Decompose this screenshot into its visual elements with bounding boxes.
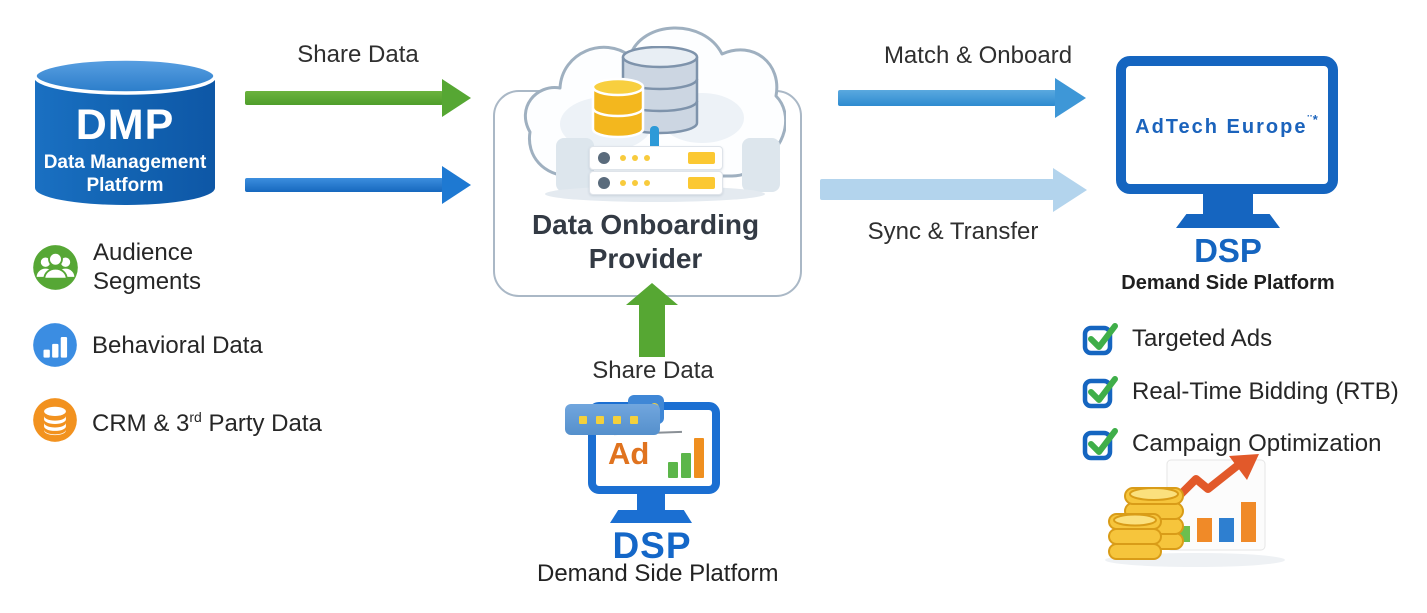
ad-bar-orange (694, 438, 704, 478)
dsp-bottom-name: Demand Side Platform (537, 560, 779, 587)
banner-square (613, 415, 621, 424)
capability-rtb: Real-Time Bidding (RTB) (1082, 374, 1399, 410)
adtech-logo-mark: ¨* (1307, 111, 1319, 127)
server-rack-1 (589, 146, 723, 170)
sync-transfer-label: Sync & Transfer (867, 218, 1039, 245)
capability-label: Real-Time Bidding (RTB) (1132, 378, 1399, 405)
crm-label-sup: rd (189, 408, 202, 425)
server-dot (620, 180, 626, 186)
coins-growth-chart-icon (1105, 454, 1285, 567)
share-data-top-label: Share Data (297, 41, 419, 68)
provider-title-line2: Provider (588, 243, 703, 274)
ad-banner (565, 404, 660, 435)
server-rack-2 (589, 171, 723, 195)
checkbox-check-icon (1082, 428, 1118, 461)
monitor-stand-base (610, 510, 692, 523)
bar-chart-icon (33, 323, 77, 367)
arrow-dsp-to-provider (626, 283, 678, 357)
provider-title-line1: Data Onboarding (531, 209, 760, 240)
banner-square (596, 415, 604, 424)
database-icon (33, 398, 77, 442)
dmp-abbr: DMP (75, 101, 175, 149)
checkbox-check-icon (1082, 376, 1118, 409)
server-wing-left (556, 138, 594, 192)
db-server-connector (650, 126, 659, 152)
dsp-right-abbr: DSP (1194, 232, 1262, 269)
source-behavioral-data: Behavioral Data (32, 322, 263, 368)
arrow-provider-to-dsp-sync (820, 168, 1088, 212)
source-audience-segments: Audience Segments (32, 238, 201, 296)
dsp-right-name: Demand Side Platform (1121, 272, 1335, 294)
provider-title: Data Onboarding Provider (493, 208, 798, 276)
capability-campaign-optimization: Campaign Optimization (1082, 426, 1381, 462)
capability-label: Targeted Ads (1132, 325, 1273, 352)
behavioral-label: Behavioral Data (92, 331, 263, 359)
yellow-database-icon (591, 77, 645, 139)
banner-square (630, 415, 638, 424)
monitor-stand-neck (637, 492, 665, 512)
source-crm-data: CRM & 3rd Party Data (32, 397, 322, 443)
server-dot (644, 155, 650, 161)
ad-bar-green-1 (668, 462, 678, 478)
server-dot (632, 155, 638, 161)
checkbox-check-icon (1082, 323, 1118, 356)
capability-targeted-ads: Targeted Ads (1082, 321, 1272, 357)
server-dot (620, 155, 626, 161)
dmp-name-line2: Platform (86, 175, 164, 196)
share-data-bottom-label: Share Data (592, 357, 714, 384)
adtech-logo-text: AdTech Europe (1135, 115, 1308, 138)
server-dot (632, 180, 638, 186)
dsp-monitor-screen: AdTech Europe¨* (1116, 56, 1338, 194)
capability-label: Campaign Optimization (1132, 430, 1382, 457)
match-onboard-label: Match & Onboard (883, 42, 1073, 69)
dmp-name-line1: Data Management (43, 152, 207, 173)
server-led-circle (598, 152, 610, 164)
arrow-dmp-to-provider-blue (245, 166, 471, 204)
server-led-circle (598, 177, 610, 189)
banner-square (579, 415, 587, 424)
ad-bar-green-2 (681, 453, 691, 478)
audience-label-line2: Segments (93, 268, 202, 295)
audience-label-line1: Audience (93, 239, 194, 266)
server-dot (644, 180, 650, 186)
server-wing-right (742, 138, 780, 192)
adtech-europe-logo: AdTech Europe¨* (1135, 112, 1319, 139)
crm-label-suffix: Party Data (201, 409, 322, 437)
server-panel (688, 152, 715, 164)
ad-screen-label: Ad (608, 436, 650, 471)
arrow-dmp-to-provider-green (245, 79, 471, 117)
crm-label-prefix: CRM & 3 (92, 409, 190, 437)
dsp-bottom-abbr: DSP (612, 525, 692, 566)
dmp-database-icon (33, 57, 217, 205)
monitor-stand-base (1176, 214, 1280, 228)
arrow-provider-to-dsp-match (838, 78, 1088, 118)
dmp-label-block: DMP Data Management Platform (31, 102, 219, 197)
audience-icon (33, 244, 78, 290)
monitor-stand-neck (1203, 192, 1253, 216)
server-panel (688, 177, 715, 189)
